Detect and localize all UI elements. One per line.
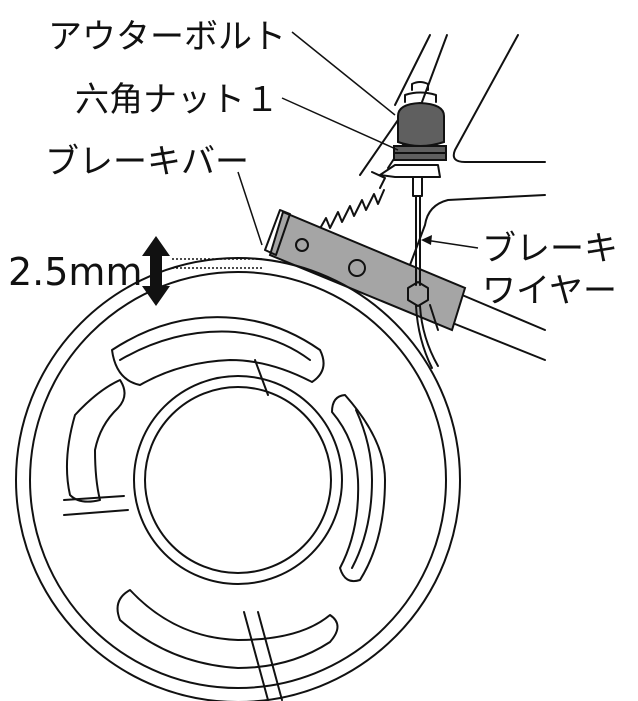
brake-wire — [407, 177, 439, 369]
clearance-indicator: 2.5mm — [8, 236, 262, 306]
pulley-wheel — [15, 257, 461, 701]
label-outer-bolt: アウターボルト — [48, 17, 286, 57]
return-spring — [317, 171, 386, 233]
leader-lines — [237, 31, 479, 249]
label-brake-wire-line2: ワイヤー — [482, 271, 617, 311]
frame-tubes — [359, 34, 546, 361]
outer-bolt-assembly — [379, 81, 447, 178]
double-arrow-icon — [142, 236, 170, 306]
brake-bar-plate — [264, 209, 467, 332]
label-brake-bar: ブレーキバー — [45, 142, 249, 182]
label-brake-wire-line1: ブレーキ — [482, 229, 618, 269]
clearance-value: 2.5mm — [8, 250, 142, 294]
label-hex-nut: 六角ナット１ — [75, 80, 279, 120]
